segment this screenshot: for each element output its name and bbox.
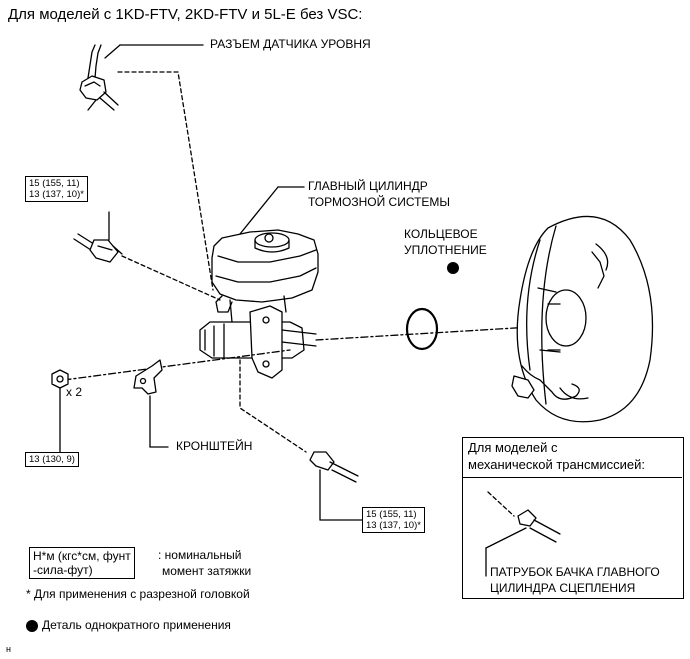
legend-units-line2: -сила-фут) [33, 563, 93, 577]
torque-value-split: 13 (137, 10)* [29, 189, 84, 200]
nut-quantity-label: x 2 [66, 385, 83, 399]
torque-value-split: 13 (137, 10)* [366, 520, 421, 531]
legend-nominal-line2: момент затяжки [162, 564, 252, 578]
page-title: Для моделей с 1KD-FTV, 2KD-FTV и 5L-E бе… [8, 6, 363, 23]
bracket-label: КРОНШТЕЙН [176, 439, 253, 453]
single-use-marker-icon [447, 262, 459, 274]
torque-box-nut: 13 (130, 9) [25, 452, 79, 467]
legend-single-use-text: Деталь однократного применения [42, 618, 231, 632]
torque-value: 15 (155, 11) [29, 178, 80, 189]
clutch-hose-clamp-icon [517, 509, 561, 543]
clutch-hose-label-line2: ЦИЛИНДРА СЦЕПЛЕНИЯ [490, 581, 636, 595]
clutch-hose-label-line1: ПАТРУБОК БАЧКА ГЛАВНОГО [490, 565, 660, 579]
manual-transmission-frame [462, 437, 684, 599]
legend-nominal-line1: : номинальный [158, 548, 242, 562]
brake-line-fitting-lower-icon [309, 451, 359, 483]
o-ring-label-line1: КОЛЬЦЕВОЕ [404, 227, 478, 241]
level-sensor-label: РАЗЪЕМ ДАТЧИКА УРОВНЯ [210, 37, 371, 51]
level-sensor-connector-icon [79, 44, 119, 111]
legend-split-head-note: * Для применения с разрезной головкой [26, 587, 250, 601]
corner-mark: н [6, 644, 11, 654]
torque-box-upper-fitting: 15 (155, 11) 13 (137, 10)* [25, 176, 88, 202]
master-cylinder-label-line1: ГЛАВНЫЙ ЦИЛИНДР [308, 179, 428, 193]
manual-transmission-heading-line2: механической трансмиссией: [468, 457, 646, 472]
o-ring-label-line2: УПЛОТНЕНИЕ [404, 243, 487, 257]
brake-booster-icon [511, 215, 654, 423]
legend-units-box: Н*м (кгс*см, фунт -сила-фут) [29, 547, 135, 579]
torque-box-lower-fitting: 15 (155, 11) 13 (137, 10)* [362, 507, 425, 533]
torque-value: 15 (155, 11) [366, 509, 417, 520]
bracket-icon [133, 359, 163, 395]
brake-line-fitting-upper-icon [73, 233, 123, 263]
o-ring-icon [405, 307, 439, 351]
master-cylinder-label-line2: ТОРМОЗНОЙ СИСТЕМЫ [308, 195, 451, 209]
manual-transmission-divider [462, 437, 682, 478]
legend-units-line1: Н*м (кгс*см, фунт [33, 549, 131, 563]
brake-master-cylinder-icon [199, 229, 319, 379]
torque-value: 13 (130, 9) [29, 454, 75, 465]
manual-transmission-heading-line1: Для моделей с [468, 440, 558, 455]
legend-single-use-icon [26, 620, 38, 632]
nut-icon [51, 369, 69, 389]
